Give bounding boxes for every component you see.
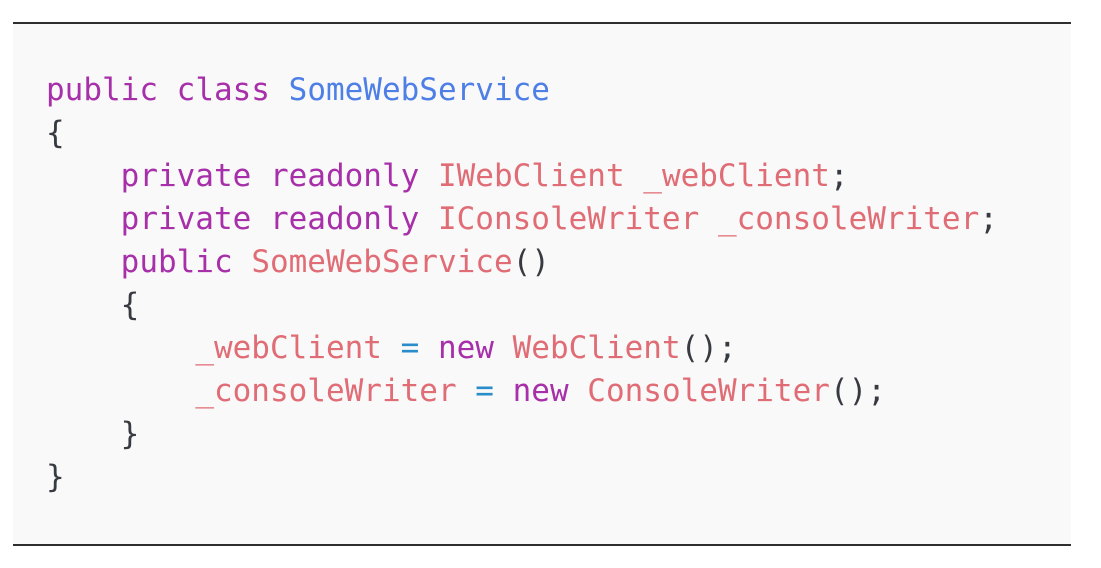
code-token-kw: public [120,244,233,280]
code-token-kw: new [512,373,569,409]
code-token-pn [46,373,195,409]
code-token-id: _consoleWriter [717,201,980,237]
code-token-pn [46,158,121,194]
code-token-id: SomeWebService [251,244,513,280]
code-token-kw: public [46,72,158,108]
code-token-pn [494,330,513,366]
code-line: private readonly IWebClient _webClient; [46,155,1047,198]
code-line: } [46,456,1047,499]
code-line: { [46,284,1047,327]
code-token-pn [419,330,438,366]
code-line: public SomeWebService() [46,241,1047,284]
code-token-op: = [475,373,494,409]
code-token-pn [46,244,121,280]
code-token-pn [419,158,438,194]
code-token-pn: } [46,416,140,452]
code-line: private readonly IConsoleWriter _console… [46,198,1047,241]
code-token-pn [625,158,644,194]
code-token-pn [46,330,195,366]
code-token-pn [251,201,270,237]
code-token-pn [382,330,401,366]
code-line: { [46,112,1047,155]
code-token-pn [699,201,718,237]
code-token-pn [569,373,588,409]
code-token-pn [233,244,252,280]
code-token-pn [457,373,476,409]
code-token-pn: (); [829,373,886,409]
code-line: public class SomeWebService [46,69,1047,112]
code-token-kw: readonly [269,201,420,237]
code-token-id: _webClient [195,330,382,366]
code-token-id: _consoleWriter [195,373,457,409]
code-block: public class SomeWebService{ private rea… [13,22,1071,546]
code-token-op: = [400,330,420,366]
code-token-pn [270,72,289,108]
code-snippet: public class SomeWebService{ private rea… [46,69,1047,499]
code-token-pn: ; [829,158,849,194]
code-token-id: WebClient [512,330,681,366]
code-token-pn: { [46,287,140,323]
code-token-pn [251,158,270,194]
code-token-id: ConsoleWriter [587,373,830,409]
code-token-pn: { [46,115,65,151]
code-line: _consoleWriter = new ConsoleWriter(); [46,370,1047,413]
code-token-kw: private [120,158,252,194]
code-token-kw: new [437,330,494,366]
code-line: _webClient = new WebClient(); [46,327,1047,370]
code-token-pn [46,201,121,237]
code-token-kw: class [176,72,270,108]
code-token-pn [494,373,513,409]
code-token-pn: } [46,459,65,495]
code-token-pn [419,201,438,237]
code-token-pn: (); [680,330,737,366]
code-token-cls: SomeWebService [288,72,550,108]
code-token-pn: ; [979,201,998,237]
code-token-pn: () [512,244,550,280]
code-line: } [46,413,1047,456]
code-token-pn [158,72,177,108]
code-token-id: IConsoleWriter [437,201,700,237]
code-token-kw: readonly [269,158,420,194]
code-token-id: IWebClient [437,158,625,194]
code-token-kw: private [120,201,252,237]
code-token-id: _webClient [643,158,830,194]
